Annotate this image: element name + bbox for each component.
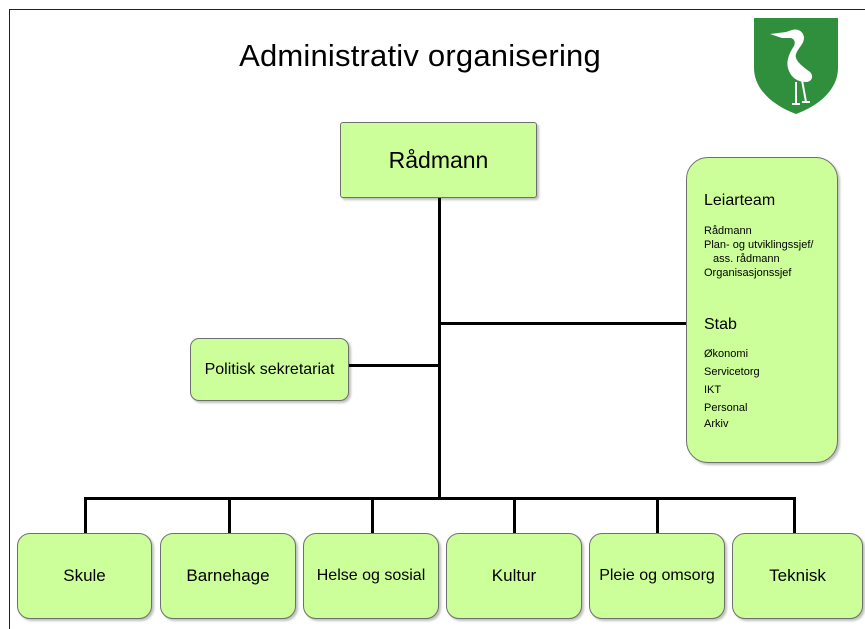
unit-box-pleie-og-omsorg: Pleie og omsorg: [589, 533, 725, 619]
unit-drop-line: [371, 497, 374, 534]
unit-label: Teknisk: [769, 566, 826, 585]
page-title: Administrativ organisering: [239, 38, 601, 73]
leiarteam-item: ass. rådmann: [713, 253, 780, 265]
radmann-box: Rådmann: [340, 122, 537, 198]
leiarteam-item: Rådmann: [704, 225, 752, 237]
unit-box-teknisk: Teknisk: [732, 533, 863, 619]
unit-label: Barnehage: [186, 566, 270, 585]
unit-label: Helse og sosial: [316, 567, 426, 584]
leiarteam-stab-panel: Leiarteam Rådmann Plan- og utviklingssje…: [686, 157, 838, 463]
leiarteam-item: Organisasjonssjef: [704, 267, 792, 279]
staff-connector-line: [441, 322, 687, 325]
stab-item: Servicetorg: [704, 366, 760, 378]
trunk-line: [438, 197, 441, 499]
page-frame: [9, 9, 865, 629]
stab-item: Personal: [704, 402, 748, 414]
stab-item: Økonomi: [704, 348, 749, 360]
leiarteam-item: Plan- og utviklingssjef/: [704, 239, 814, 251]
unit-box-helse-og-sosial: Helse og sosial: [303, 533, 439, 619]
stab-heading: Stab: [704, 316, 737, 333]
heron-crest-icon: [754, 18, 838, 114]
unit-label: Kultur: [491, 566, 537, 585]
politisk-sekretariat-label: Politisk sekretariat: [204, 360, 335, 378]
unit-drop-line: [513, 497, 516, 534]
radmann-label: Rådmann: [388, 146, 489, 173]
unit-drop-line: [793, 497, 796, 534]
unit-box-skule: Skule: [17, 533, 152, 619]
units-bus-line: [84, 497, 796, 500]
unit-label: Pleie og omsorg: [599, 567, 715, 584]
secretariat-connector-line: [348, 364, 439, 367]
unit-label: Skule: [63, 566, 106, 585]
unit-box-barnehage: Barnehage: [160, 533, 296, 619]
stab-item: Arkiv: [704, 418, 729, 430]
unit-drop-line: [228, 497, 231, 534]
leiarteam-heading: Leiarteam: [704, 192, 776, 209]
unit-drop-line: [656, 497, 659, 534]
unit-drop-line: [84, 497, 87, 534]
unit-box-kultur: Kultur: [446, 533, 582, 619]
politisk-sekretariat-box: Politisk sekretariat: [190, 338, 349, 401]
stab-item: IKT: [704, 384, 722, 396]
